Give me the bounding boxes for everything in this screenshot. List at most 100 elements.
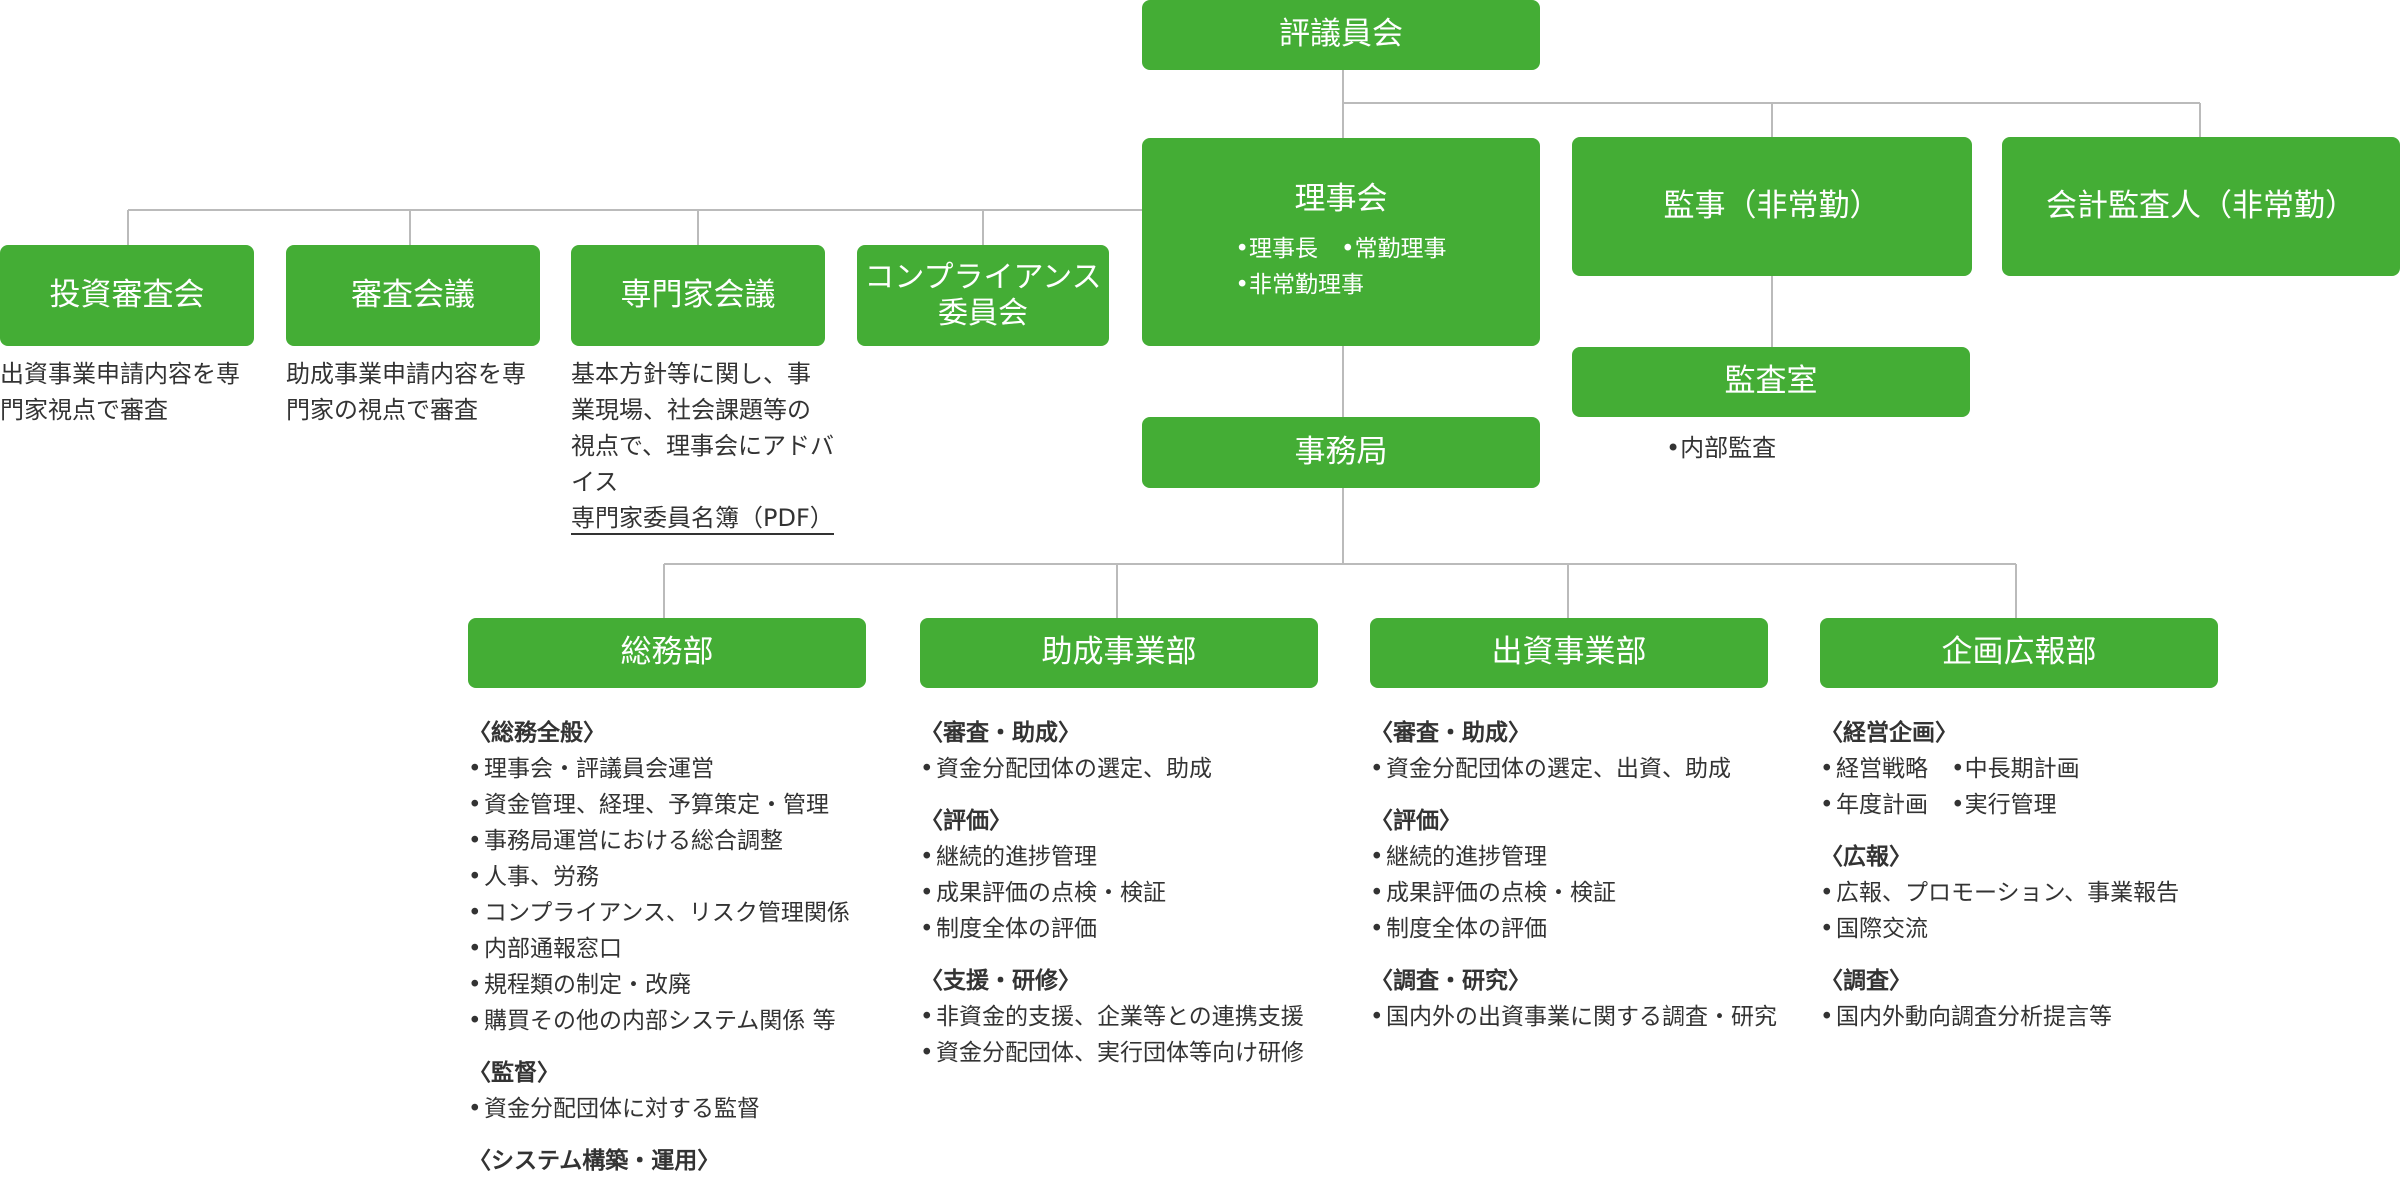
audit-office-box: 監査室 bbox=[1572, 347, 1970, 417]
investment-review-box: 投資審査会 bbox=[0, 245, 254, 346]
duty-item-text: 規程類の制定・改廃 bbox=[484, 972, 691, 998]
bullet-icon: • bbox=[468, 1096, 482, 1122]
duty-item-text: 非資金的支援、企業等との連携支援 bbox=[936, 1004, 1304, 1030]
review-meeting-box: 審査会議 bbox=[286, 245, 540, 346]
audit-office-description: •内部監査 bbox=[1666, 434, 1777, 462]
duty-section-title: 〈調査・研究〉 bbox=[1370, 968, 1531, 994]
bullet-icon: • bbox=[468, 864, 482, 890]
duty-item-text: 成果評価の点検・検証 bbox=[936, 880, 1166, 906]
department-box: 総務部 bbox=[468, 618, 866, 688]
department-box: 出資事業部 bbox=[1370, 618, 1768, 688]
accounting-auditor-label: 会計監査人（非常勤） bbox=[2046, 187, 2356, 224]
duty-section: 〈経営企画〉•経営戦略 •中長期計画•年度計画 •実行管理 bbox=[1820, 715, 2179, 823]
duty-item-text: 内部通報窓口 bbox=[484, 936, 622, 962]
duty-item-text: 人事、労務 bbox=[484, 864, 599, 890]
bullet-icon: • bbox=[1820, 916, 1834, 942]
bullet-icon: • bbox=[468, 936, 482, 962]
duty-item-text: 年度計画 •実行管理 bbox=[1836, 792, 2057, 818]
board-members-line: •理事長 •常勤理事 bbox=[1235, 235, 1447, 262]
duty-section: 〈審査・助成〉 •資金分配団体の選定、出資、助成 bbox=[1370, 715, 1777, 787]
bullet-icon: • bbox=[468, 828, 482, 854]
accounting-auditor-box: 会計監査人（非常勤） bbox=[2002, 137, 2400, 276]
bullet-icon: • bbox=[920, 880, 934, 906]
department-duties: 〈審査・助成〉•資金分配団体の選定、助成〈評価〉•継続的進捗管理•成果評価の点検… bbox=[920, 715, 1304, 1087]
bullet-icon: • bbox=[1820, 880, 1834, 906]
bullet-icon: • bbox=[468, 1008, 482, 1034]
duty-item-text: 成果評価の点検・検証 bbox=[1386, 880, 1616, 906]
bullet-icon: • bbox=[920, 844, 934, 870]
duty-item-text: 資金分配団体の選定、助成 bbox=[936, 756, 1212, 782]
duty-item: •制度全体の評価 bbox=[920, 911, 1304, 947]
duty-item: •国内外の出資事業に関する調査・研究 bbox=[1370, 999, 1777, 1035]
compliance-label-line: 委員会 bbox=[938, 295, 1028, 331]
duty-item: •継続的進捗管理 bbox=[1370, 839, 1777, 875]
duty-item: •コンプライアンス、リスク管理関係 bbox=[468, 895, 850, 931]
description-line: 助成事業申請内容を専 bbox=[286, 360, 526, 388]
council-label: 評議員会 bbox=[1279, 16, 1403, 53]
duty-section-title: 〈支援・研修〉 bbox=[920, 968, 1081, 994]
duty-item: •資金分配団体に対する監督 bbox=[468, 1091, 850, 1127]
bullet-icon: • bbox=[468, 756, 482, 782]
bullet-icon: • bbox=[468, 792, 482, 818]
duty-item-text: 資金分配団体、実行団体等向け研修 bbox=[936, 1040, 1304, 1066]
duty-item: •成果評価の点検・検証 bbox=[1370, 875, 1777, 911]
duty-item-text: 資金管理、経理、予算策定・管理 bbox=[484, 792, 829, 818]
board-label: 理事会 bbox=[1294, 180, 1388, 217]
duty-item-text: 継続的進捗管理 bbox=[1386, 844, 1547, 870]
bullet-icon: • bbox=[1820, 792, 1834, 818]
bullet-icon: • bbox=[468, 900, 482, 926]
duty-item-text: 継続的進捗管理 bbox=[936, 844, 1097, 870]
bullet-icon: • bbox=[920, 756, 934, 782]
council-box: 評議員会 bbox=[1142, 0, 1540, 70]
duty-section: 〈支援・研修〉•非資金的支援、企業等との連携支援•資金分配団体、実行団体等向け研… bbox=[920, 963, 1304, 1071]
duty-item: •成果評価の点検・検証 bbox=[920, 875, 1304, 911]
expert-meeting-label: 専門家会議 bbox=[620, 276, 776, 313]
compliance-label-line: コンプライアンス bbox=[864, 259, 1102, 295]
duty-item-text: 制度全体の評価 bbox=[936, 916, 1097, 942]
investment-review-label: 投資審査会 bbox=[49, 276, 205, 313]
duty-section-title: 〈システム構築・運用〉 bbox=[468, 1148, 721, 1174]
expert-list-pdf-link[interactable]: 専門家委員名簿（PDF） bbox=[571, 504, 834, 535]
duty-item-text: 広報、プロモーション、事業報告 bbox=[1836, 880, 2180, 906]
board-members: •理事長 •常勤理事 •非常勤理事 bbox=[1235, 232, 1446, 303]
duty-section: 〈監督〉•資金分配団体に対する監督 bbox=[468, 1055, 850, 1127]
duty-section-title: 〈調査〉 bbox=[1820, 968, 1912, 994]
board-box: 理事会 •理事長 •常勤理事 •非常勤理事 bbox=[1142, 138, 1540, 346]
duty-item-text: 資金分配団体の選定、出資、助成 bbox=[1386, 756, 1731, 782]
bullet-icon: • bbox=[1370, 916, 1384, 942]
duty-item-text: 経営戦略 •中長期計画 bbox=[1836, 756, 2080, 782]
duty-item-text: 国際交流 bbox=[1836, 916, 1928, 942]
department-duties: 〈総務全般〉•理事会・評議員会運営•資金管理、経理、予算策定・管理•事務局運営に… bbox=[468, 715, 850, 1195]
department-box: 助成事業部 bbox=[920, 618, 1318, 688]
department-name: 企画広報部 bbox=[1941, 634, 2097, 671]
description-line: 門家視点で審査 bbox=[0, 396, 168, 424]
duty-item: •経営戦略 •中長期計画 bbox=[1820, 751, 2179, 787]
bullet-icon: • bbox=[1370, 880, 1384, 906]
description-line: 出資事業申請内容を専 bbox=[0, 360, 240, 388]
expert-meeting-description: 基本方針等に関し、事 業現場、社会課題等の 視点で、理事会にアドバ イス 専門家… bbox=[571, 356, 834, 536]
duty-item: •規程類の制定・改廃 bbox=[468, 967, 850, 1003]
description-line: 基本方針等に関し、事 bbox=[571, 360, 811, 388]
duty-item: •人事、労務 bbox=[468, 859, 850, 895]
duty-section-title: 〈総務全般〉 bbox=[468, 720, 606, 746]
duty-item: •資金分配団体の選定、出資、助成 bbox=[1370, 751, 1777, 787]
description-line: 業現場、社会課題等の bbox=[571, 396, 811, 424]
bullet-icon: • bbox=[920, 1040, 934, 1066]
duty-item: •国際交流 bbox=[1820, 911, 2179, 947]
duty-item: •非資金的支援、企業等との連携支援 bbox=[920, 999, 1304, 1035]
bullet-icon: • bbox=[1370, 844, 1384, 870]
duty-item-text: 購買その他の内部システム関係 等 bbox=[484, 1008, 836, 1034]
duty-section: 〈評価〉•継続的進捗管理•成果評価の点検・検証•制度全体の評価 bbox=[920, 803, 1304, 947]
bullet-icon: • bbox=[1820, 1004, 1834, 1030]
duty-item-text: 理事会・評議員会運営 bbox=[484, 756, 714, 782]
review-meeting-description: 助成事業申請内容を専 門家の視点で審査 bbox=[286, 356, 526, 428]
compliance-committee-box: コンプライアンス 委員会 bbox=[857, 245, 1109, 346]
duty-section-title: 〈審査・助成〉 bbox=[1370, 720, 1531, 746]
duty-item: •制度全体の評価 bbox=[1370, 911, 1777, 947]
auditor-box: 監事（非常勤） bbox=[1572, 137, 1972, 276]
bullet-icon: • bbox=[920, 1004, 934, 1030]
duty-item-text: 資金分配団体に対する監督 bbox=[484, 1096, 760, 1122]
duty-section-title: 〈評価〉 bbox=[920, 808, 1012, 834]
